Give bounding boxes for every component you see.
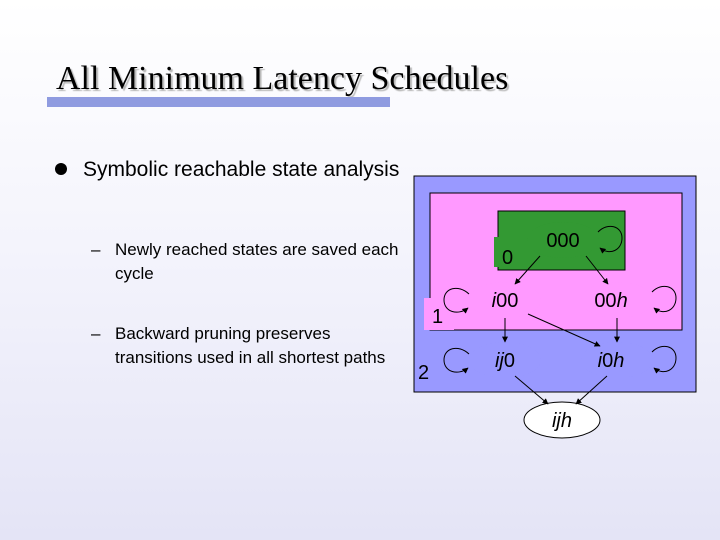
- state-label-ij0: ij0: [495, 350, 515, 372]
- self-loop-arrow: [651, 285, 677, 314]
- dash-marker: –: [91, 324, 101, 343]
- dash-marker: –: [91, 240, 101, 259]
- self-loop-arrow: [443, 347, 470, 374]
- transition-arrow: [514, 375, 549, 405]
- state-node: [527, 222, 599, 258]
- transition-arrow: [575, 375, 608, 405]
- state-node: [469, 342, 541, 378]
- level-label-0: 0: [502, 247, 513, 269]
- level-label-2: 2: [418, 362, 429, 384]
- state-node: [581, 282, 653, 318]
- state-label-00h: 00h: [594, 290, 627, 312]
- sub-bullet-text: Backward pruning preserves transitions u…: [115, 324, 386, 367]
- state-node: [469, 282, 541, 318]
- sub-bullet-text: Newly reached states are saved each cycl…: [115, 240, 399, 283]
- transition-arrow: [514, 255, 541, 285]
- state-label-i00: i00: [492, 290, 519, 312]
- title-underline: [47, 97, 390, 107]
- level-label-bg: [424, 298, 454, 330]
- level-label-1: 1: [432, 306, 443, 328]
- state-label-000: 000: [546, 230, 579, 252]
- self-loop-arrow: [597, 225, 623, 254]
- level-label-bg: [494, 237, 522, 267]
- self-loop-arrow: [651, 345, 677, 374]
- transition-arrow: [585, 255, 609, 285]
- bullet-dot-icon: [55, 163, 67, 175]
- self-loop-arrow: [443, 287, 470, 314]
- transition-arrow: [527, 313, 601, 347]
- bullet-text: Symbolic reachable state analysis: [83, 158, 400, 181]
- state-label-ijh: ijh: [552, 410, 572, 432]
- state-node: [523, 401, 601, 439]
- state-label-i0h: i0h: [598, 350, 625, 372]
- state-node: [581, 342, 653, 378]
- slide-title: All Minimum Latency Schedules: [56, 60, 509, 97]
